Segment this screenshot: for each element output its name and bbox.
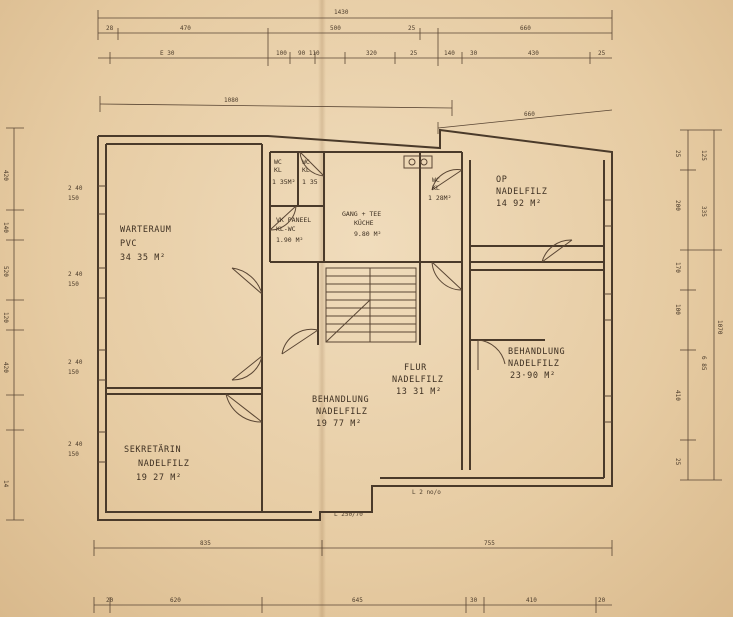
corner-note: L 2 no/o [412, 489, 441, 496]
inner-walls [106, 144, 604, 512]
kitchen-sink [403, 155, 433, 169]
room-warteraum-name: WARTERAUM [120, 225, 171, 235]
top-dimension-chain [97, 10, 613, 66]
dim-bottom-left: 835 [200, 540, 211, 547]
dim-upper-right: 660 [524, 111, 535, 118]
entry-note: L 250/70 [334, 511, 363, 518]
room-vorraum-name: VK PANEEL [276, 216, 311, 224]
dim-right-part-2: 335 [700, 206, 707, 217]
room-behandlung-center-name: BEHANDLUNG [312, 395, 369, 405]
room-wc3-name: WC [432, 176, 440, 184]
dim-right-inner-3: 170 [674, 262, 681, 273]
room-op-floor: NADELFILZ [496, 187, 547, 197]
dim-bottom-row-4: 30 [470, 597, 478, 604]
window-mark-4: 2 40 [68, 441, 83, 448]
dim-top2-6: 140 [444, 50, 455, 57]
dim-right-total: 1070 [716, 320, 723, 335]
room-warteraum-area: 34 35 M² [120, 253, 166, 263]
room-behandlung-center-floor: NADELFILZ [316, 407, 367, 417]
room-op-area: 14 92 M² [496, 199, 542, 209]
bottom-dimension-chain [93, 540, 613, 613]
dim-left-part-3: 520 [2, 266, 9, 277]
room-sekretarin-area: 19 27 M² [136, 473, 182, 483]
room-warteraum-floor: PVC [120, 239, 137, 249]
dim-right-inner-6: 25 [674, 458, 681, 466]
room-sekretarin-floor: NADELFILZ [138, 459, 189, 469]
sill-mark-2: 150 [68, 281, 79, 288]
staircase [325, 267, 417, 343]
dim-right-part-1: 125 [700, 150, 707, 161]
dim-left-part-2: 140 [2, 222, 9, 233]
room-wc1-name: WC [274, 158, 282, 166]
room-wc2-sub: KL [302, 166, 310, 174]
room-vorraum-area: 1.90 M² [276, 236, 303, 244]
windows [98, 185, 612, 463]
right-dimension-chain [680, 129, 722, 481]
dim-top2-2: 100 [276, 50, 287, 57]
room-vorraum-sub: KL-WC [276, 225, 296, 233]
dim-top-total: 1430 [334, 9, 349, 16]
room-kuche-name: GANG + TEE [342, 210, 381, 218]
dim-right-inner-4: 100 [674, 304, 681, 315]
window-mark-1: 2 40 [68, 185, 83, 192]
dim-bottom-right: 755 [484, 540, 495, 547]
dim-right-inner-1: 25 [674, 150, 681, 158]
dim-upper-left: 1080 [224, 97, 239, 104]
room-wc1-area: 1 35M² [272, 178, 295, 186]
dim-left-part-6: 14 [2, 480, 9, 488]
dim-top2-8: 430 [528, 50, 539, 57]
room-wc1-sub: KL [274, 166, 282, 174]
left-dimension-chain [6, 127, 24, 521]
dim-right-inner-2: 200 [674, 200, 681, 211]
dim-bottom-row-6: 20 [598, 597, 606, 604]
outer-walls [97, 128, 613, 521]
dim-top2-7: 30 [470, 50, 478, 57]
door-swings [225, 151, 573, 423]
room-kuche-sub: KÜCHE [354, 218, 374, 227]
dim-top2-4: 320 [366, 50, 377, 57]
sill-mark-4: 150 [68, 451, 79, 458]
dim-bottom-row-5: 410 [526, 597, 537, 604]
dim-top-row-3: 500 [330, 25, 341, 32]
room-kuche-area: 9.80 M² [354, 230, 381, 238]
dim-bottom-row-3: 645 [352, 597, 363, 604]
dim-top-row-5: 660 [520, 25, 531, 32]
dim-top2-9: 25 [598, 50, 606, 57]
dim-bottom-row-1: 20 [106, 597, 114, 604]
room-sekretarin-name: SEKRETÄRIN [124, 444, 181, 455]
dim-left-part-1: 420 [2, 170, 9, 181]
room-behandlung-center-area: 19 77 M² [316, 419, 362, 429]
room-wc3-area: 1 28M² [428, 194, 451, 202]
room-flur-area: 13 31 M² [396, 387, 442, 397]
dim-top2-1: E 30 [160, 50, 175, 57]
room-wc3-sub: KL [432, 184, 440, 192]
room-flur-name: FLUR [404, 363, 427, 373]
upper-dimension-lines [99, 96, 613, 134]
dim-left-part-4: 120 [2, 312, 9, 323]
room-op-name: OP [496, 175, 507, 185]
window-mark-3: 2 40 [68, 359, 83, 366]
room-behandlung-right-floor: NADELFILZ [508, 359, 559, 369]
dim-top2-5: 25 [410, 50, 418, 57]
dim-right-inner-5: 410 [674, 390, 681, 401]
dim-top2-3: 90 110 [298, 50, 320, 57]
dim-top-row-2: 470 [180, 25, 191, 32]
sill-mark-3: 150 [68, 369, 79, 376]
room-wc2-area: 1 35 [302, 178, 318, 186]
window-mark-2: 2 40 [68, 271, 83, 278]
sill-mark-1: 150 [68, 195, 79, 202]
dim-top-row-1: 28 [106, 25, 114, 32]
room-flur-floor: NADELFILZ [392, 375, 443, 385]
dim-left-part-5: 420 [2, 362, 9, 373]
dim-bottom-row-2: 620 [170, 597, 181, 604]
room-behandlung-right-area: 23·90 M² [510, 371, 556, 381]
room-behandlung-right-name: BEHANDLUNG [508, 347, 565, 357]
dim-top-row-4: 25 [408, 25, 416, 32]
dim-right-part-3: 6 85 [700, 356, 707, 371]
paper-fold [318, 0, 326, 617]
room-wc2-name: WC [302, 158, 310, 166]
